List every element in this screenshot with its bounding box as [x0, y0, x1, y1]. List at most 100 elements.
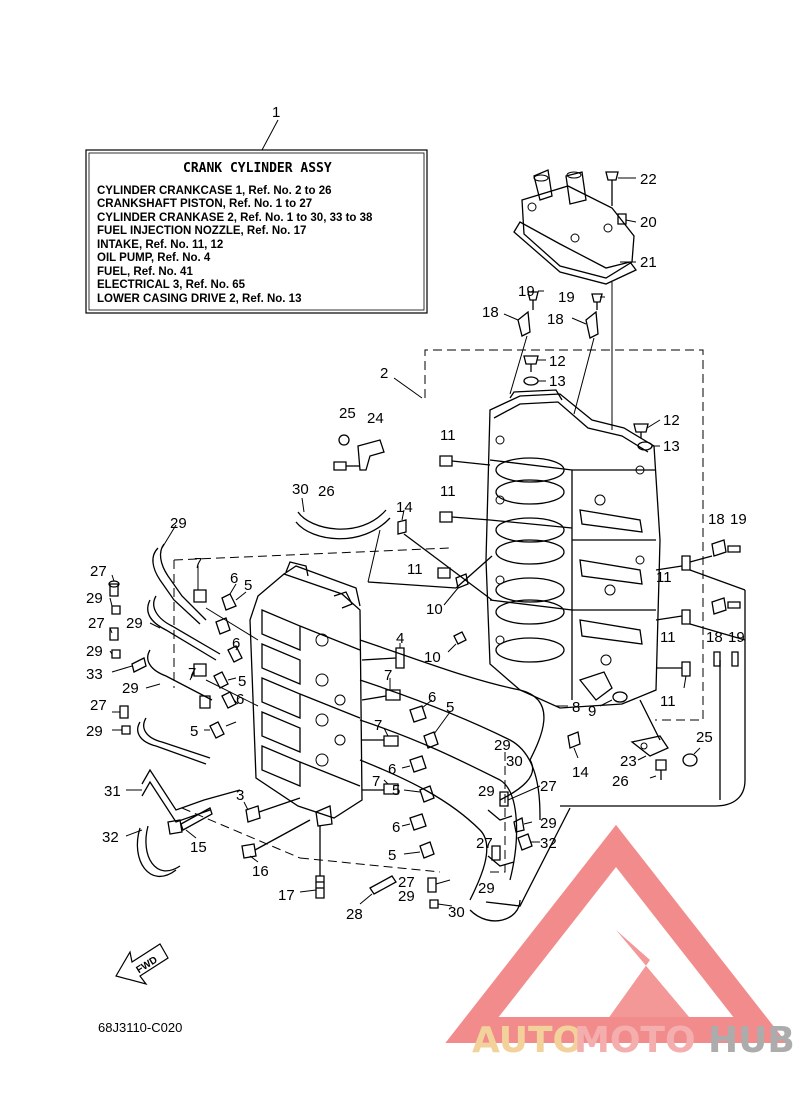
callout-29: 29: [494, 737, 511, 754]
callout-29: 29: [122, 680, 139, 697]
callout-14: 14: [396, 499, 413, 516]
callout-29: 29: [478, 783, 495, 800]
callout-29: 29: [86, 590, 103, 607]
callout-12: 12: [549, 353, 566, 370]
callout-5: 5: [238, 673, 246, 690]
left-hose-column: [108, 524, 241, 877]
callout-8: 8: [572, 699, 580, 716]
right-lower-fittings: [427, 699, 701, 909]
callout-15: 15: [190, 839, 207, 856]
callout-7: 7: [188, 665, 196, 682]
callout-3: 3: [236, 787, 244, 804]
callout-4: 4: [396, 630, 404, 647]
callout-11: 11: [440, 483, 456, 500]
callout-11: 11: [440, 427, 456, 444]
callout-12: 12: [663, 412, 680, 429]
callout-27: 27: [88, 615, 105, 632]
callout-labels: 22 20 21 19 19 18 18 12 13 2 12 13 25 24…: [86, 171, 747, 923]
callout-18: 18: [547, 311, 564, 328]
callout-29: 29: [540, 815, 557, 832]
callout-25: 25: [339, 405, 356, 422]
callout-18: 18: [482, 304, 499, 321]
watermark-auto: AUTO: [472, 1020, 583, 1061]
callout-5: 5: [190, 723, 198, 740]
callout-6: 6: [230, 570, 238, 587]
callout-7: 7: [384, 667, 392, 684]
callout-33: 33: [86, 666, 103, 683]
callout-10: 10: [424, 649, 441, 666]
center-fitting-cluster: [361, 643, 451, 859]
right-side-fittings: [560, 539, 746, 807]
callout-26: 26: [612, 773, 629, 790]
callout-1: 1: [272, 104, 280, 121]
callout-29: 29: [170, 515, 187, 532]
callout-6: 6: [232, 635, 240, 652]
callout-24: 24: [367, 410, 384, 427]
callout-10: 10: [426, 601, 443, 618]
crankcase-block: [393, 377, 661, 709]
callout-23: 23: [620, 753, 637, 770]
callout-11: 11: [407, 561, 423, 578]
callout-5: 5: [392, 782, 400, 799]
callout-6: 6: [392, 819, 400, 836]
callout-18: 18: [706, 629, 723, 646]
cover-plate-assembly: [513, 169, 638, 430]
callout-13: 13: [663, 438, 680, 455]
callout-19: 19: [558, 289, 575, 306]
assembly-info-box: 1 CRANK CYLINDER ASSY CYLINDER CRANKCASE…: [85, 104, 428, 314]
callout-7: 7: [194, 555, 202, 572]
callout-5: 5: [388, 847, 396, 864]
callout-5: 5: [244, 577, 252, 594]
callout-11: 11: [660, 629, 676, 646]
callout-14: 14: [572, 764, 589, 781]
callout-27: 27: [90, 697, 107, 714]
callout-27: 27: [540, 778, 557, 795]
callout-19: 19: [730, 511, 747, 528]
callout-22: 22: [640, 171, 657, 188]
callout-11: 11: [656, 569, 672, 586]
callout-30: 30: [506, 753, 523, 770]
callout-31: 31: [104, 783, 121, 800]
callout-30: 30: [292, 481, 309, 498]
assembly-line: FUEL, Ref. No. 41: [97, 266, 193, 278]
callout-29: 29: [86, 643, 103, 660]
assembly-line: LOWER CASING DRIVE 2, Ref. No. 13: [97, 293, 301, 305]
block-side-fittings: [295, 434, 493, 653]
callout-28: 28: [346, 906, 363, 923]
callout-27: 27: [90, 563, 107, 580]
lower-bolts: [167, 797, 397, 905]
callout-7: 7: [374, 717, 382, 734]
diagram-code: 68J3110-C020: [98, 1020, 182, 1035]
callout-32: 32: [540, 835, 557, 852]
assembly-line: OIL PUMP, Ref. No. 4: [97, 252, 211, 264]
callout-17: 17: [278, 887, 295, 904]
assembly-line: CYLINDER CRANKCASE 1, Ref. No. 2 to 26: [97, 185, 332, 197]
callout-6: 6: [428, 689, 436, 706]
watermark-moto: MOTO: [574, 1020, 696, 1061]
callout-2: 2: [380, 365, 388, 382]
group-outlines: [173, 349, 704, 873]
assembly-line: FUEL INJECTION NOZZLE, Ref. No. 17: [97, 225, 306, 237]
cylinder-intake-manifold: [249, 561, 363, 827]
callout-5: 5: [446, 699, 454, 716]
callout-13: 13: [549, 373, 566, 390]
callout-29: 29: [478, 880, 495, 897]
callout-9: 9: [588, 703, 596, 720]
callout-19: 19: [518, 283, 535, 300]
watermark-logo: AUTO MOTO HUB: [445, 824, 795, 1061]
assembly-line: INTAKE, Ref. No. 11, 12: [97, 239, 223, 251]
assembly-title: CRANK CYLINDER ASSY: [183, 161, 332, 176]
callout-29: 29: [86, 723, 103, 740]
callout-16: 16: [252, 863, 269, 880]
callout-27: 27: [398, 874, 415, 891]
callout-7: 7: [372, 773, 380, 790]
callout-18: 18: [708, 511, 725, 528]
callout-29: 29: [398, 888, 415, 905]
fwd-arrow-icon: FWD: [115, 943, 169, 986]
callout-21: 21: [640, 254, 657, 271]
callout-11: 11: [660, 693, 676, 710]
left-fitting-cluster: [189, 566, 259, 739]
callout-29: 29: [126, 615, 143, 632]
upper-fasteners: [503, 290, 661, 451]
